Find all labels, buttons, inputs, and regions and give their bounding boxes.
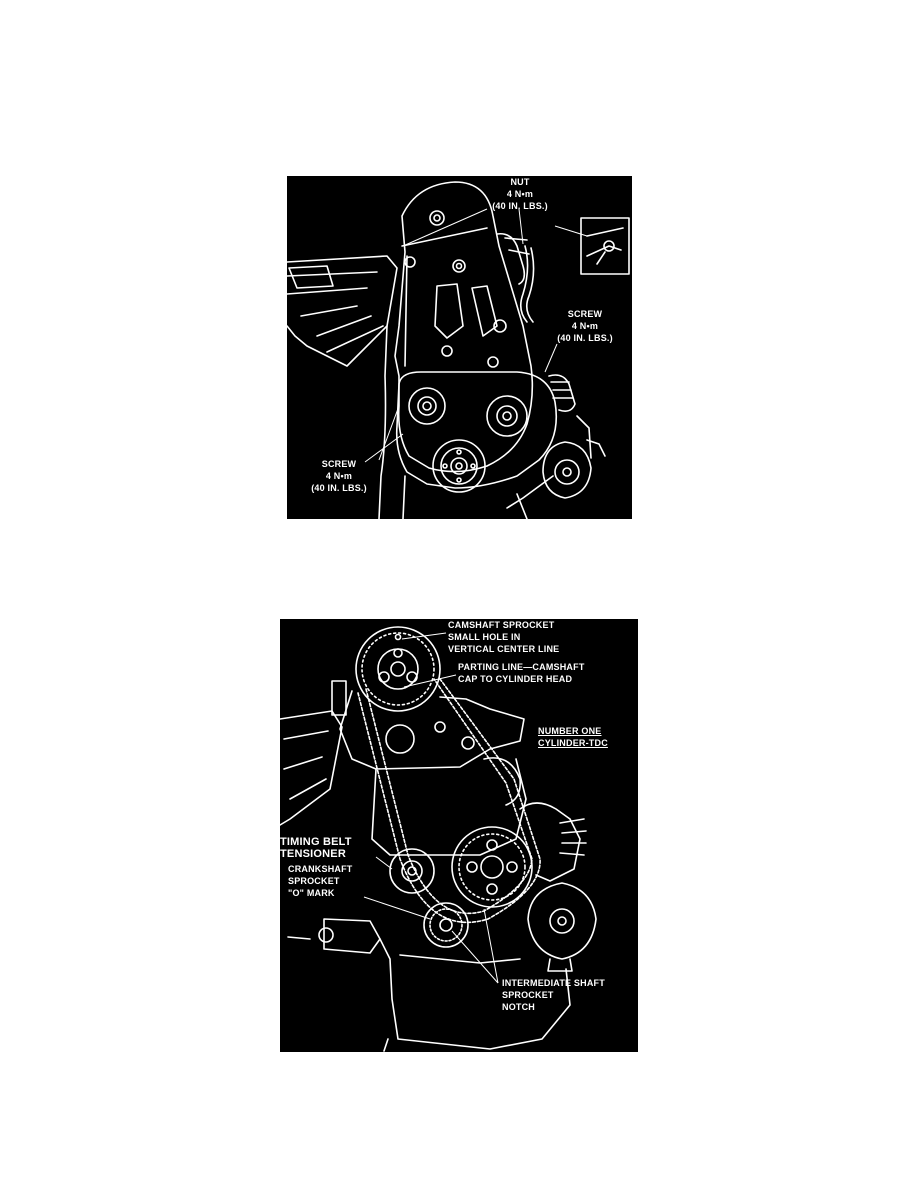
intermediate-label-line1: INTERMEDIATE SHAFT (502, 978, 605, 988)
cylinder-head (339, 690, 525, 770)
camshaft-sprocket-label: CAMSHAFT SPROCKET SMALL HOLE IN VERTICAL… (448, 619, 559, 655)
nut-label-line1: NUT (510, 177, 530, 187)
timing-marks-diagram: CAMSHAFT SPROCKET SMALL HOLE IN VERTICAL… (280, 619, 638, 1052)
number-one-tdc-label: NUMBER ONE CYLINDER-TDC (538, 725, 608, 749)
upper-cover (394, 181, 534, 473)
timing-belt-tensioner-label: TIMING BELT TENSIONER (280, 836, 352, 860)
timing-belt-tensioner (389, 848, 435, 894)
screw-left-line1: SCREW (321, 459, 357, 469)
oil-pan (379, 938, 571, 1050)
crankshaft-sprocket (423, 902, 469, 948)
tdc-label-line2: CYLINDER-TDC (538, 738, 608, 748)
intermediate-label-line3: NOTCH (502, 1002, 535, 1012)
camshaft-label-line1: CAMSHAFT SPROCKET (448, 620, 555, 630)
timing-marks-drawing (280, 626, 597, 1052)
screw-right-line1: SCREW (567, 309, 603, 319)
intake-manifold (287, 255, 398, 367)
screw-right-label: SCREW 4 N•m (40 IN. LBS.) (543, 308, 627, 344)
camshaft-label-line3: VERTICAL CENTER LINE (448, 644, 560, 654)
parting-line-label: PARTING LINE—CAMSHAFT CAP TO CYLINDER HE… (458, 661, 585, 685)
screw-left-label: SCREW 4 N•m (40 IN. LBS.) (297, 458, 381, 494)
screw-left-line3: (40 IN. LBS.) (311, 483, 367, 493)
intermediate-label-line2: SPROCKET (502, 990, 554, 1000)
crank-label-line2: SPROCKET (288, 876, 340, 886)
parting-label-line1: PARTING LINE—CAMSHAFT (458, 662, 585, 672)
tensioner-label-line2: TENSIONER (280, 848, 346, 860)
timing-belt (357, 678, 541, 924)
nut-label: NUT 4 N•m (40 IN. LBS.) (487, 176, 553, 212)
water-pump (527, 882, 597, 960)
inset-box (580, 217, 630, 275)
nut-label-line3: (40 IN. LBS.) (492, 201, 548, 211)
crank-label-line3: "O" MARK (288, 888, 335, 898)
screw-right-line2: 4 N•m (571, 321, 599, 331)
screw-right-line3: (40 IN. LBS.) (557, 333, 613, 343)
camshaft-sprocket (355, 626, 441, 712)
timing-cover-drawing (287, 181, 630, 519)
intermediate-sprocket (451, 826, 533, 908)
water-pump (542, 441, 592, 499)
crankshaft-sprocket-label: CRANKSHAFT SPROCKET "O" MARK (288, 863, 353, 899)
timing-cover-diagram: NUT 4 N•m (40 IN. LBS.) SCREW 4 N•m (40 … (287, 176, 632, 519)
tdc-label-line1: NUMBER ONE (538, 726, 602, 736)
parting-label-line2: CAP TO CYLINDER HEAD (458, 674, 573, 684)
crank-label-line1: CRANKSHAFT (288, 864, 353, 874)
tensioner-label-line1: TIMING BELT (280, 836, 352, 848)
screw-left-line2: 4 N•m (325, 471, 353, 481)
lower-cover (395, 371, 558, 489)
camshaft-label-line2: SMALL HOLE IN (448, 632, 521, 642)
intermediate-shaft-label: INTERMEDIATE SHAFT SPROCKET NOTCH (502, 977, 605, 1013)
nut-label-line2: 4 N•m (506, 189, 534, 199)
